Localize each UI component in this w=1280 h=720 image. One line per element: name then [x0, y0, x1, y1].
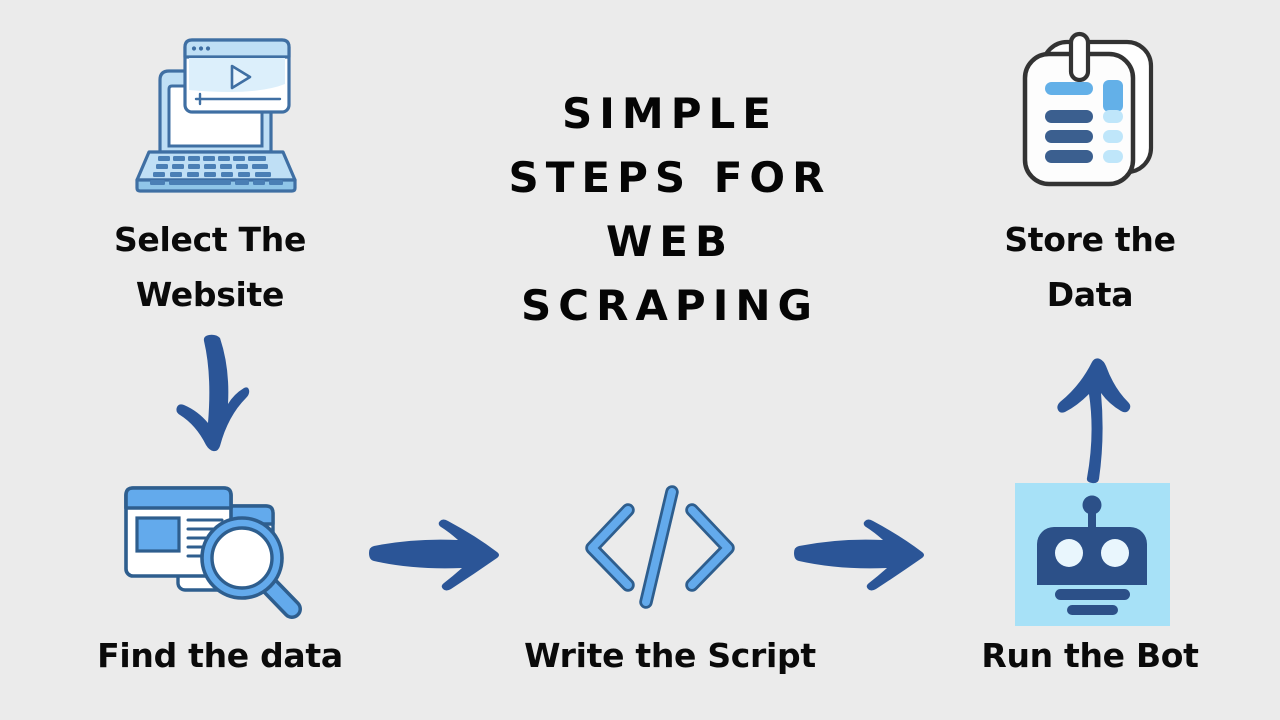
code-brackets-icon	[580, 482, 740, 612]
laptop-video-icon	[135, 28, 308, 198]
label-line: Data	[1046, 275, 1134, 314]
label-line: Select The	[113, 220, 307, 259]
arrow-down-icon	[162, 332, 262, 462]
step-label-run-bot: Run the Bot	[940, 628, 1240, 683]
arrow-right-icon	[369, 519, 505, 592]
title-line-2: STEPS FOR	[508, 153, 832, 202]
step-label-store-data: Store the Data	[940, 212, 1240, 322]
page-title: SIMPLE STEPS FOR WEB SCRAPING	[440, 82, 900, 338]
label-line: Find the data	[97, 636, 343, 675]
title-line-1: SIMPLE	[562, 89, 778, 138]
step-label-write-script: Write the Script	[500, 628, 840, 683]
label-line: Store the	[1004, 220, 1176, 259]
label-line: Run the Bot	[981, 636, 1199, 675]
video-player-window	[183, 38, 291, 114]
step-label-select-website: Select The Website	[60, 212, 360, 322]
title-line-3: WEB	[605, 217, 735, 266]
step-label-find-data: Find the data	[70, 628, 370, 683]
label-line: Write the Script	[524, 636, 816, 675]
title-line-4: SCRAPING	[521, 281, 819, 330]
label-line: Website	[135, 275, 285, 314]
browser-magnifier-icon	[120, 478, 330, 623]
arrow-right-icon	[794, 519, 930, 592]
arrow-up-icon	[1043, 352, 1138, 484]
robot-icon	[1015, 483, 1170, 626]
clipboard-documents-icon	[1015, 28, 1165, 198]
